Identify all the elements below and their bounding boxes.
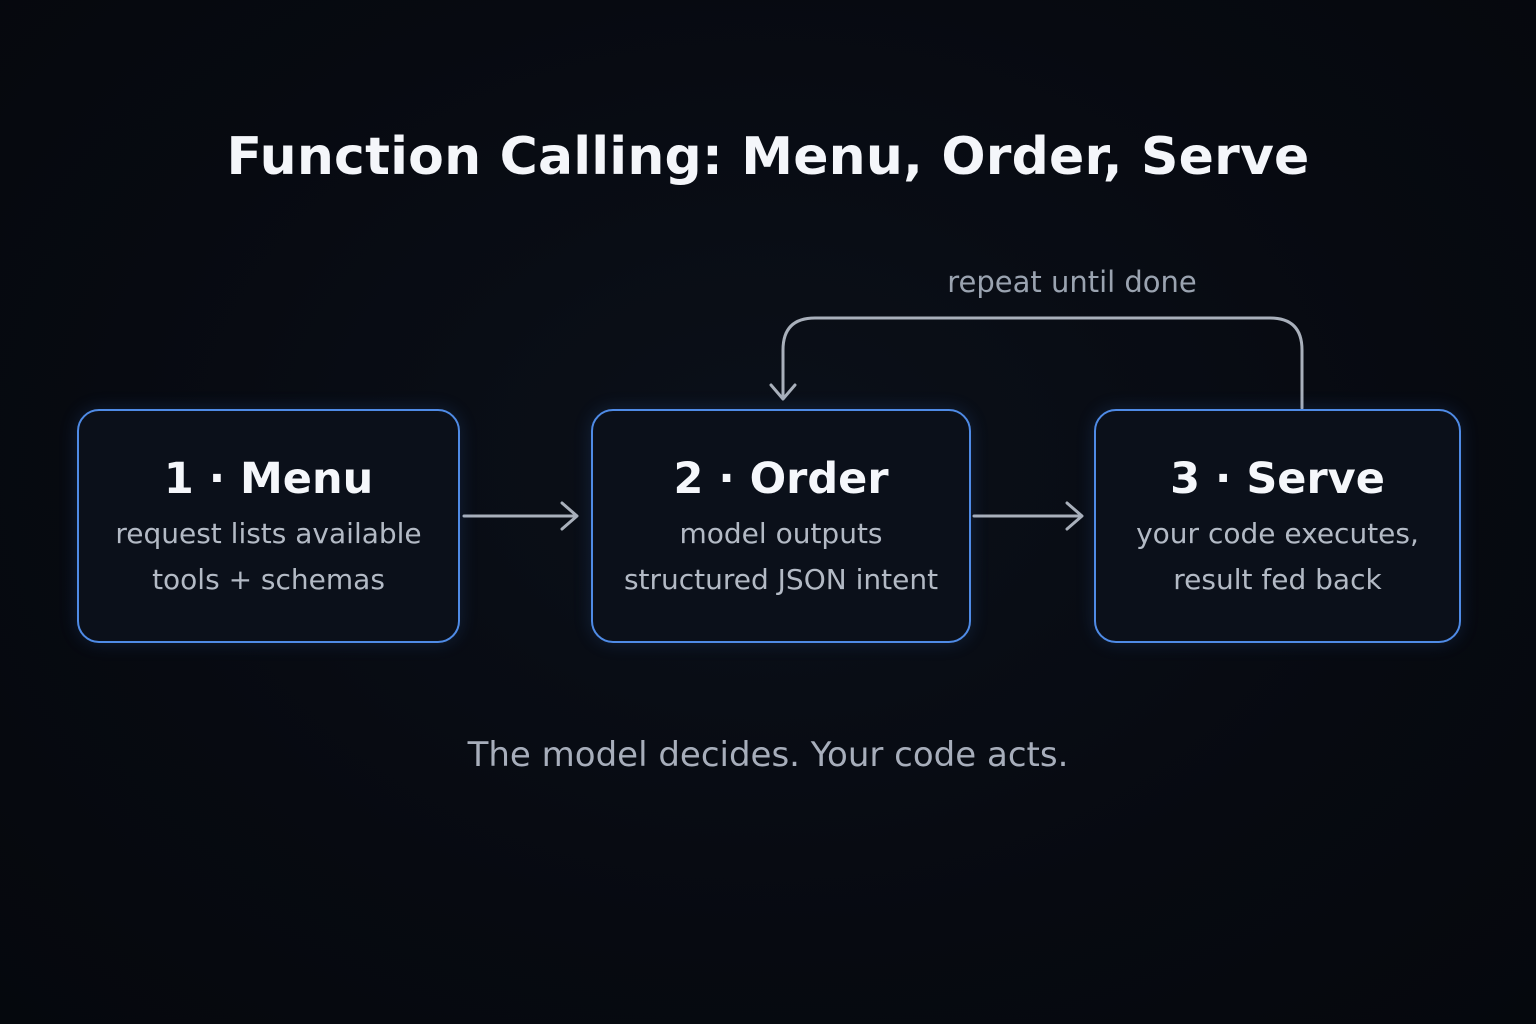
loop-arrow-serve-to-order (769, 316, 1304, 410)
step-menu-description: request lists available tools + schemas (115, 517, 422, 596)
step-order-description: model outputs structured JSON intent (623, 517, 939, 596)
step-order-title: 2 · Order (673, 454, 889, 504)
step-order-box: 2 · Order model outputs structured JSON … (591, 409, 971, 643)
step-serve-box: 3 · Serve your code executes, result fed… (1094, 409, 1461, 643)
step-serve-title: 3 · Serve (1170, 454, 1385, 504)
step-menu-title: 1 · Menu (163, 454, 374, 504)
diagram-title: Function Calling: Menu, Order, Serve (226, 127, 1310, 187)
step-menu-box: 1 · Menu request lists available tools +… (77, 409, 460, 643)
loop-label: repeat until done (947, 265, 1197, 299)
tagline: The model decides. Your code acts. (467, 735, 1069, 775)
arrow-order-to-serve (972, 501, 1084, 531)
arrow-menu-to-order (462, 501, 579, 531)
step-serve-description: your code executes, result fed back (1136, 517, 1419, 596)
